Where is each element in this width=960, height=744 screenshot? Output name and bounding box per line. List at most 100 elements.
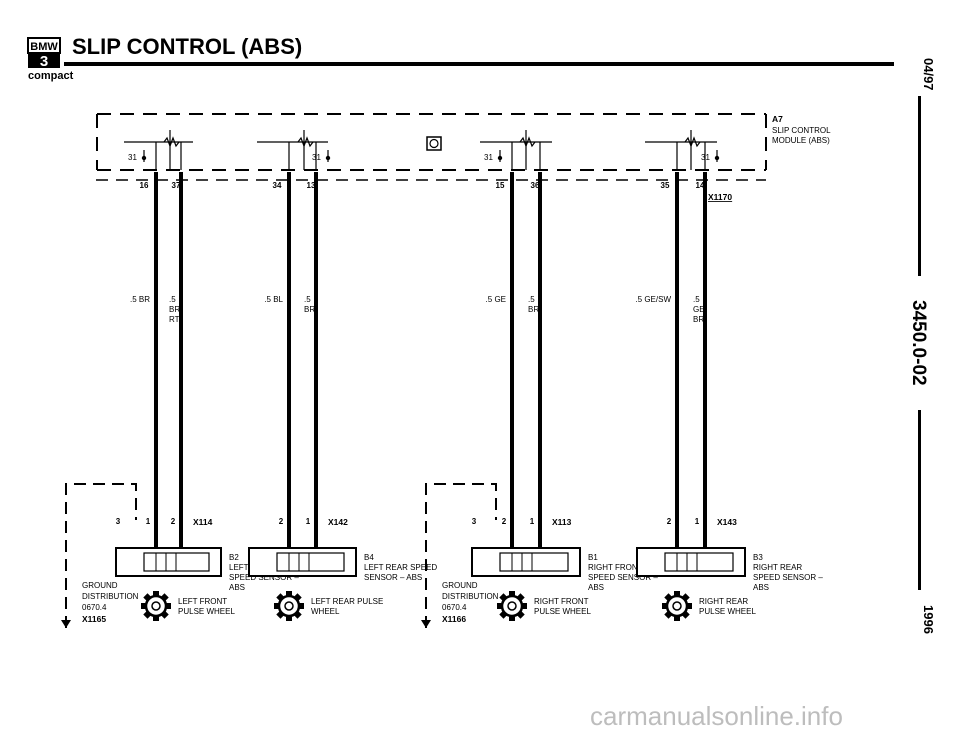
ground-symbol-icon [61, 620, 71, 628]
pin-right-label: 36 [531, 181, 540, 190]
ground-pin-dot [714, 155, 720, 161]
sensor-pin-label: 3 [116, 517, 121, 526]
sensor-connector-label: X114 [193, 517, 213, 527]
doc-year: 1996 [921, 605, 936, 634]
ground-label: 0670.4 [82, 603, 107, 612]
ground-pin-dot [325, 155, 331, 161]
ground-shield-line [65, 483, 137, 628]
ground-label: 0670.4 [442, 603, 467, 612]
sensor-coil-icon [276, 552, 345, 572]
gear-hub [284, 601, 294, 611]
sensor-ref-label: B1 [588, 553, 598, 562]
compact-label: compact [28, 70, 74, 82]
ground-pin-label: 31 [312, 153, 321, 162]
gear-hub [507, 601, 517, 611]
doc-date: 04/97 [921, 58, 936, 91]
pulse-wheel-icon [497, 591, 527, 621]
side-margin: 04/97 3450.0-02 1996 [908, 58, 936, 634]
pulse-wheel-label: PULSE WHEEL [534, 607, 591, 616]
wire-left-label: .5 GE [486, 295, 506, 304]
pulse-wheel-label: WHEEL [311, 607, 340, 616]
bmw-logo: BMW 3 [27, 37, 61, 70]
resistor-icon [684, 136, 701, 148]
resistor-icon [297, 136, 314, 148]
ground-symbol-icon [421, 620, 431, 628]
logo-brand: BMW [30, 41, 58, 53]
ground-label: GROUND [442, 581, 478, 590]
pulse-wheel-label: LEFT FRONT [178, 597, 227, 606]
ground-pin-dot [141, 155, 147, 161]
sensor-name-label: ABS [753, 583, 769, 592]
sensor-name-label: RIGHT FRONT [588, 563, 643, 572]
pulse-wheel-label: RIGHT FRONT [534, 597, 589, 606]
wire-right-label: .5 [304, 295, 311, 304]
sensor-connector-label: X113 [552, 517, 572, 527]
sensor-name-label: ABS [229, 583, 245, 592]
module-name-2: MODULE (ABS) [772, 136, 830, 145]
ground-pin-label: 31 [484, 153, 493, 162]
wire-right-label: RT [169, 315, 180, 324]
pulse-wheel-label: PULSE WHEEL [178, 607, 235, 616]
wire-right-label: .5 [693, 295, 700, 304]
ground-pin-label: 31 [128, 153, 137, 162]
ground-shield-line [425, 483, 497, 628]
module-symbol-icon [426, 136, 442, 151]
sensor-pin-label: 2 [502, 517, 507, 526]
sensor-name-label: SPEED SENSOR – [753, 573, 823, 582]
resistor-icon [519, 136, 536, 148]
sensor-ref-label: B3 [753, 553, 763, 562]
gear-tooth [286, 615, 292, 621]
sensor-pin-label: 1 [695, 517, 700, 526]
header-rule [64, 62, 894, 66]
wire-left-label: .5 GE/SW [635, 295, 671, 304]
module-name-1: SLIP CONTROL [772, 126, 831, 135]
sensor-coil-icon [664, 552, 734, 572]
gear-hub [151, 601, 161, 611]
resistor-icon [163, 136, 180, 148]
pulse-wheel-icon [274, 591, 304, 621]
sensor-name-label: SENSOR – ABS [364, 573, 422, 582]
logo-series: 3 [40, 53, 48, 70]
sensor-pin-label: 1 [530, 517, 535, 526]
sensor-pin-label: 2 [279, 517, 284, 526]
ground-label: GROUND [82, 581, 118, 590]
ground-label: DISTRIBUTION [442, 592, 499, 601]
wire-right-label: BR [528, 305, 539, 314]
pin-right-label: 37 [172, 181, 181, 190]
ground-connector-label: X1166 [442, 614, 466, 624]
pin-left-label: 34 [273, 181, 282, 190]
pin-right-label: 13 [307, 181, 316, 190]
sensor-pin-label: 1 [306, 517, 311, 526]
sensor-name-label: SPEED SENSOR – [229, 573, 299, 582]
sensor-connector-label: X143 [717, 517, 737, 527]
wire-left-label: .5 BL [264, 295, 283, 304]
sensor-coil-icon [499, 552, 569, 572]
pulse-wheel-label: RIGHT REAR [699, 597, 748, 606]
pulse-wheel-icon [141, 591, 171, 621]
sensor-ref-label: B2 [229, 553, 239, 562]
module-connector: X1170 [708, 192, 732, 202]
doc-number: 3450.0-02 [908, 300, 929, 386]
pulse-wheel-icon [662, 591, 692, 621]
wire-right-label: .5 [528, 295, 535, 304]
pin-left-label: 35 [661, 181, 670, 190]
sensor-name-label: SPEED SENSOR – [588, 573, 658, 582]
sensor-pin-label: 2 [171, 517, 176, 526]
gear-tooth [153, 615, 159, 621]
wire-right-label: BR [304, 305, 315, 314]
ground-label: DISTRIBUTION [82, 592, 139, 601]
gear-hub [672, 601, 682, 611]
pulse-wheel-label: LEFT REAR PULSE [311, 597, 383, 606]
sensor-connector-label: X142 [328, 517, 348, 527]
pin-right-label: 14 [696, 181, 705, 190]
pin-left-label: 16 [140, 181, 149, 190]
sensor-name-label: ABS [588, 583, 604, 592]
page-title: SLIP CONTROL (ABS) [72, 34, 302, 59]
